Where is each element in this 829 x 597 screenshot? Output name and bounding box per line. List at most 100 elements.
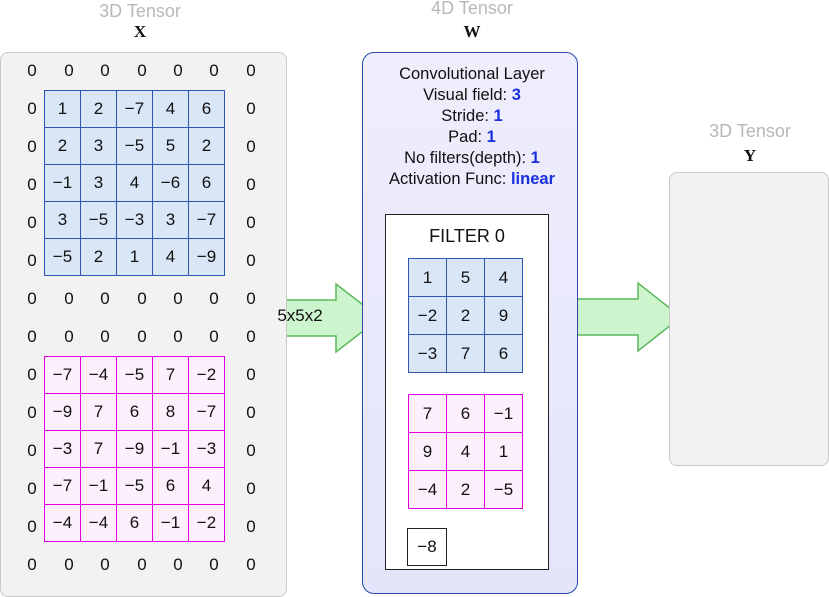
conv-param-label: Stride: [441, 107, 494, 125]
padding-cell: 0 [246, 175, 256, 194]
input-cell: 7 [80, 393, 117, 431]
input-cell: −2 [188, 356, 225, 394]
input-cell: −5 [116, 356, 153, 394]
conv-param-label: Activation Func: [388, 170, 511, 188]
input-cell: −1 [44, 164, 81, 202]
input-cell: 4 [188, 467, 225, 505]
conv-param-label: No filters(depth): [404, 149, 531, 167]
filter-cell: 6 [484, 334, 523, 373]
padding-cell: 0 [137, 327, 147, 346]
input-cell: −5 [116, 467, 153, 505]
filter-cell: 1 [484, 432, 523, 471]
filter-cell: −3 [408, 334, 447, 373]
weights-tensor-header: 4D Tensor [431, 0, 513, 18]
padding-cell: 0 [27, 137, 37, 156]
filter-cell: 6 [446, 394, 485, 433]
filter-cell: −4 [408, 470, 447, 509]
padding-cell: 0 [100, 289, 110, 308]
padding-cell: 0 [246, 403, 256, 422]
conv-param-line: Visual field: 3 [366, 85, 578, 106]
conv-param-value: 1 [493, 107, 503, 125]
output-tensor-panel [669, 172, 829, 466]
padding-cell: 0 [246, 479, 256, 498]
input-cell: −7 [188, 201, 225, 239]
padding-cell: 0 [64, 555, 74, 574]
padding-cell: 0 [27, 251, 37, 270]
padding-cell: 0 [246, 213, 256, 232]
padding-cell: 0 [27, 365, 37, 384]
input-cell: 6 [116, 393, 153, 431]
conv-param-label: Pad: [448, 128, 487, 146]
input-cell: −4 [44, 504, 81, 542]
input-cell: 6 [152, 467, 189, 505]
filter-cell: −2 [408, 296, 447, 335]
conv-param-value: 1 [530, 149, 540, 167]
padding-cell: 0 [246, 555, 256, 574]
filter-cell: 2 [446, 470, 485, 509]
input-cell: 3 [152, 201, 189, 239]
input-cell: −1 [152, 430, 189, 468]
input-cell: 7 [152, 356, 189, 394]
padding-cell: 0 [246, 517, 256, 536]
input-cell: −5 [44, 238, 81, 276]
input-tensor-symbol: X [133, 22, 147, 41]
input-cell: 1 [116, 238, 153, 276]
padding-cell: 0 [209, 61, 219, 80]
input-cell: 2 [80, 90, 117, 128]
output-tensor-symbol: Y [743, 146, 757, 165]
padding-cell: 0 [137, 555, 147, 574]
padding-cell: 0 [27, 213, 37, 232]
padding-cell: 0 [27, 327, 37, 346]
filter-cell: −5 [484, 470, 523, 509]
padding-cell: 0 [27, 479, 37, 498]
weights-tensor-symbol: W [463, 22, 481, 41]
conv-param-label: Visual field: [423, 86, 512, 104]
input-cell: 6 [116, 504, 153, 542]
input-cell: −7 [116, 90, 153, 128]
filter-cell: 4 [446, 432, 485, 471]
conv-param-line: Pad: 1 [366, 127, 578, 148]
input-cell: 5 [152, 127, 189, 165]
padding-cell: 0 [27, 555, 37, 574]
padding-cell: 0 [246, 327, 256, 346]
conv-param-line: Activation Func: linear [366, 169, 578, 190]
input-cell: −7 [188, 393, 225, 431]
filter-cell: 9 [408, 432, 447, 471]
arrow-layer-to-output [565, 281, 683, 353]
padding-cell: 0 [246, 99, 256, 118]
input-cell: −9 [188, 238, 225, 276]
output-tensor-header: 3D Tensor [709, 121, 791, 141]
conv-param-value: 1 [486, 128, 496, 146]
padding-cell: 0 [246, 251, 256, 270]
filter-cell: 1 [408, 258, 447, 297]
input-cell: 3 [80, 127, 117, 165]
padding-cell: 0 [246, 61, 256, 80]
input-cell: 8 [152, 393, 189, 431]
input-cell: −4 [80, 504, 117, 542]
filter-cell: 2 [446, 296, 485, 335]
conv-param-line: Stride: 1 [366, 106, 578, 127]
input-cell: 4 [152, 90, 189, 128]
input-cell: 3 [44, 201, 81, 239]
filter-cell: 7 [408, 394, 447, 433]
